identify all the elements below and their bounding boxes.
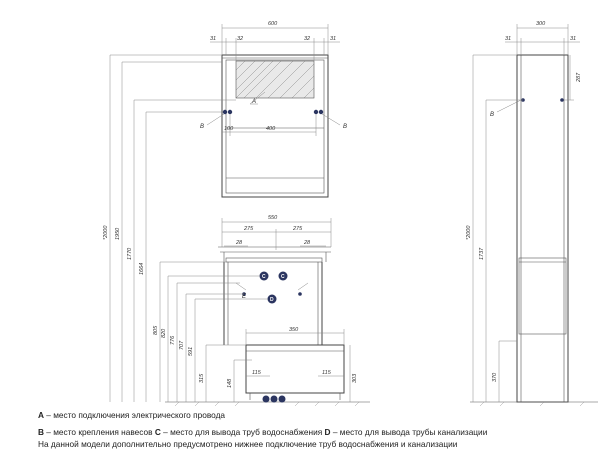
- legend-text-d: – место для вывода трубы канализации: [330, 427, 488, 437]
- legend-key-a: A: [38, 410, 44, 420]
- lower-width-dims: 550 275 275 28 28 350 115 115: [221, 215, 345, 377]
- dim-350: 350: [289, 327, 299, 333]
- legend-key-b: B: [38, 427, 44, 437]
- marker-c-right-label: C: [281, 274, 285, 280]
- legend-line-a: A – место подключения электрического про…: [38, 409, 598, 421]
- hanger-mark-left: [222, 109, 228, 115]
- dim-315: 315: [199, 373, 205, 383]
- legend-line-bcd: B – место крепления навесов C – место дл…: [38, 426, 598, 438]
- dim-600: 600: [268, 21, 278, 27]
- side-dim-287: 287: [576, 72, 582, 83]
- lower-unit-front: C C D E: [165, 246, 370, 407]
- dim-2000: *2000: [103, 225, 109, 240]
- tag-b-right: B: [343, 124, 347, 130]
- dim-1770: 1770: [127, 247, 133, 260]
- legend-key-c: C: [154, 427, 161, 437]
- legend-text-c: – место для вывода труб водоснабжения: [160, 427, 325, 437]
- dim-776: 776: [170, 335, 176, 345]
- marker-c-left: [259, 271, 269, 281]
- marker-c-right: [278, 271, 288, 281]
- hanger-mark-right: [313, 109, 319, 115]
- dim-1664: 1664: [139, 263, 145, 275]
- dim-115-left: 115: [252, 370, 262, 376]
- dim-31-right: 31: [330, 36, 336, 42]
- dim-28-left: 28: [235, 240, 243, 246]
- dim-148: 148: [227, 378, 233, 388]
- tag-a: A: [251, 99, 256, 105]
- side-dim-31-left: 31: [505, 36, 511, 42]
- electrical-box: [235, 60, 315, 99]
- dim-32-left: 32: [237, 36, 243, 42]
- dim-275-left: 275: [243, 226, 254, 232]
- dim-275-right: 275: [292, 226, 303, 232]
- legend-text-b: – место крепления навесов: [44, 427, 155, 437]
- side-dim-370: 370: [492, 372, 498, 382]
- side-dim-300: 300: [536, 21, 546, 27]
- upper-cabinet-front: [221, 54, 329, 198]
- dim-805: 805: [153, 325, 159, 335]
- height-dims-front: *2000 1950 1770 1664 805 820 776 707 591…: [103, 54, 358, 402]
- marker-d-label: D: [270, 297, 274, 303]
- dim-28-right: 28: [303, 240, 311, 246]
- marker-d: [267, 294, 277, 304]
- side-view: 300 31 31 287 *2000 1737 370 B: [466, 21, 598, 407]
- dim-303: 303: [352, 373, 358, 383]
- tag-e: E: [242, 294, 247, 300]
- legend-text-a: – место подключения электрического прово…: [44, 410, 226, 420]
- dim-100: 100: [224, 126, 234, 132]
- dim-591: 591: [188, 347, 194, 356]
- legend-note: На данной модели дополнительно предусмот…: [38, 439, 458, 449]
- dim-820: 820: [161, 328, 167, 338]
- dim-1950: 1950: [115, 227, 121, 240]
- marker-c-left-label: C: [262, 274, 266, 280]
- dim-707: 707: [179, 340, 185, 350]
- side-dim-2000: *2000: [466, 225, 472, 240]
- dim-550: 550: [268, 215, 278, 221]
- side-dim-31-right: 31: [570, 36, 576, 42]
- legend: A – место подключения электрического про…: [38, 409, 598, 450]
- dim-400: 400: [266, 126, 276, 132]
- dim-115-right: 115: [322, 370, 332, 376]
- legend-key-d: D: [324, 427, 331, 437]
- tag-b-left: B: [200, 124, 204, 130]
- side-dim-1737: 1737: [479, 247, 485, 260]
- side-tag-b: B: [490, 112, 494, 118]
- dim-32-right: 32: [304, 36, 310, 42]
- upper-width-dims: 600 31 32 32 31 100 400 A B B: [200, 21, 347, 136]
- dim-31-left: 31: [210, 36, 216, 42]
